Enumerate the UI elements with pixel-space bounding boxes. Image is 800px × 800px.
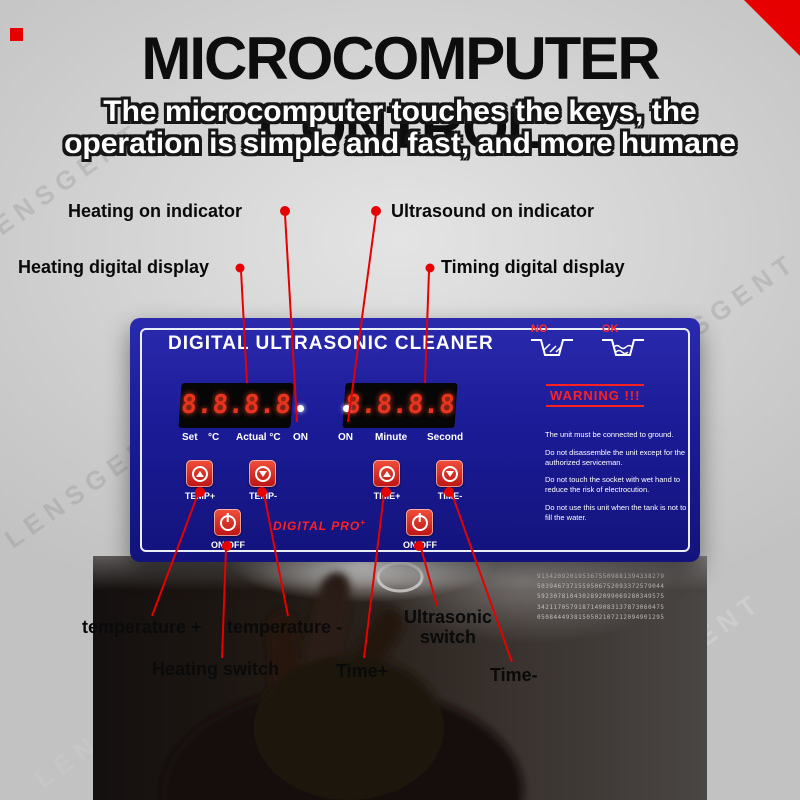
callout-heating-indicator: Heating on indicator [68, 201, 243, 221]
up-arrow-icon [191, 465, 208, 482]
callout-timing-display: Timing digital display [441, 257, 625, 277]
callout-time-minus: Time- [490, 665, 538, 685]
second-label: Second [427, 432, 464, 443]
time-minus-button-label: TIME- [437, 491, 463, 501]
control-panel: DIGITAL ULTRASONIC CLEANER NO OK 8.8.8.8… [130, 318, 700, 562]
serial-text: 9134209201953675509881394338279 50394673… [537, 572, 697, 623]
minute-label: Minute [375, 432, 408, 443]
hand-silhouette [163, 572, 523, 800]
serial-line: 5039467371559506752093372579044 [537, 583, 665, 591]
power-icon [411, 512, 428, 531]
ultrasonic-onoff-button[interactable] [406, 509, 433, 536]
connector-dot [280, 206, 290, 216]
callout-ultrasonic-line2: switch [419, 626, 476, 647]
set-unit-label: °C [208, 432, 220, 443]
on-label-right: ON [338, 432, 353, 443]
serial-line: 3421170579187149083137873060475 [537, 603, 665, 611]
warning-item: The unit must be connected to ground. [545, 430, 674, 439]
power-icon [219, 512, 236, 531]
serial-line: 5923078104302892099069280349575 [537, 593, 665, 601]
filled-tank-icon [602, 339, 644, 356]
up-arrow-icon [378, 465, 395, 482]
heating-onoff-label: ON/OFF [211, 540, 245, 550]
no-water-icon-group: NO [523, 323, 581, 363]
down-arrow-icon [441, 465, 458, 482]
time-minus-button[interactable] [436, 460, 463, 487]
time-plus-button[interactable] [373, 460, 400, 487]
down-arrow-icon [254, 465, 271, 482]
glow-ring [376, 561, 424, 593]
callout-ultrasonic-switch: Ultrasonic switch [396, 607, 500, 648]
warning-item: Do not disassemble the unit except for t… [545, 447, 686, 467]
callout-time-plus: Time+ [336, 661, 389, 681]
callout-heating-switch: Heating switch [152, 659, 280, 679]
brand-sup: + [360, 518, 366, 527]
ok-label: OK [602, 323, 619, 335]
temp-plus-button[interactable] [186, 460, 213, 487]
warning-item: Do not touch the socket with wet hand to… [545, 475, 681, 494]
callout-temperature-plus: temperature + [82, 617, 202, 637]
ultrasound-on-led [343, 405, 350, 412]
callout-ultrasound-indicator: Ultrasound on indicator [391, 201, 595, 221]
connector-dot [235, 263, 245, 273]
heating-digital-display: 8.8.8.8 [178, 383, 294, 428]
heating-on-led [297, 405, 304, 412]
subtitle-line1: The microcomputer touches the keys, the [103, 95, 697, 128]
page-title: MICROCOMPUTER CONTROL [141, 25, 660, 161]
heating-onoff-button[interactable] [214, 509, 241, 536]
page-subtitle: The microcomputer touches the keys, the … [0, 95, 800, 161]
subtitle-line2: operation is simple and fast, and more h… [64, 127, 736, 161]
serial-line: 9134209201953675509881394338279 [537, 573, 665, 580]
connector-dot [371, 206, 381, 216]
callout-ultrasonic-line1: Ultrasonic [403, 607, 493, 627]
temp-plus-button-label: TEMP+ [184, 491, 216, 501]
warning-item: Do not use this unit when the tank is no… [545, 502, 687, 522]
red-square-accent [10, 28, 23, 41]
warning-text-block: The unit must be connected to ground. Do… [545, 430, 693, 530]
callout-temperature-minus: temperature - [227, 617, 343, 637]
warning-title: WARNING !!! [546, 384, 645, 407]
timing-digital-display: 8.8.8.8 [342, 383, 458, 428]
actual-label: Actual °C [236, 432, 281, 443]
serial-line: 0508444938150502107212094901295 [537, 613, 665, 621]
panel-title: DIGITAL ULTRASONIC CLEANER [168, 333, 494, 354]
hand-photo: 9134209201953675509881394338279 50394673… [93, 556, 707, 800]
callout-heating-display: Heating digital display [18, 257, 210, 277]
connector-dot [425, 263, 435, 273]
set-label: Set [182, 432, 198, 443]
hand-photo-art [163, 561, 523, 800]
time-plus-button-label: TIME+ [373, 491, 401, 501]
brand-logo: DIGITAL PRO+ [273, 518, 366, 533]
brand-text: DIGITAL PRO [273, 519, 361, 533]
ok-water-icon-group: OK [594, 323, 652, 363]
no-label: NO [531, 323, 548, 335]
ultrasonic-onoff-label: ON/OFF [403, 540, 437, 550]
on-label-left: ON [293, 432, 308, 443]
panel-border [140, 328, 690, 552]
temp-minus-button-label: TEMP- [249, 491, 277, 501]
empty-tank-icon [531, 339, 573, 356]
temp-minus-button[interactable] [249, 460, 276, 487]
